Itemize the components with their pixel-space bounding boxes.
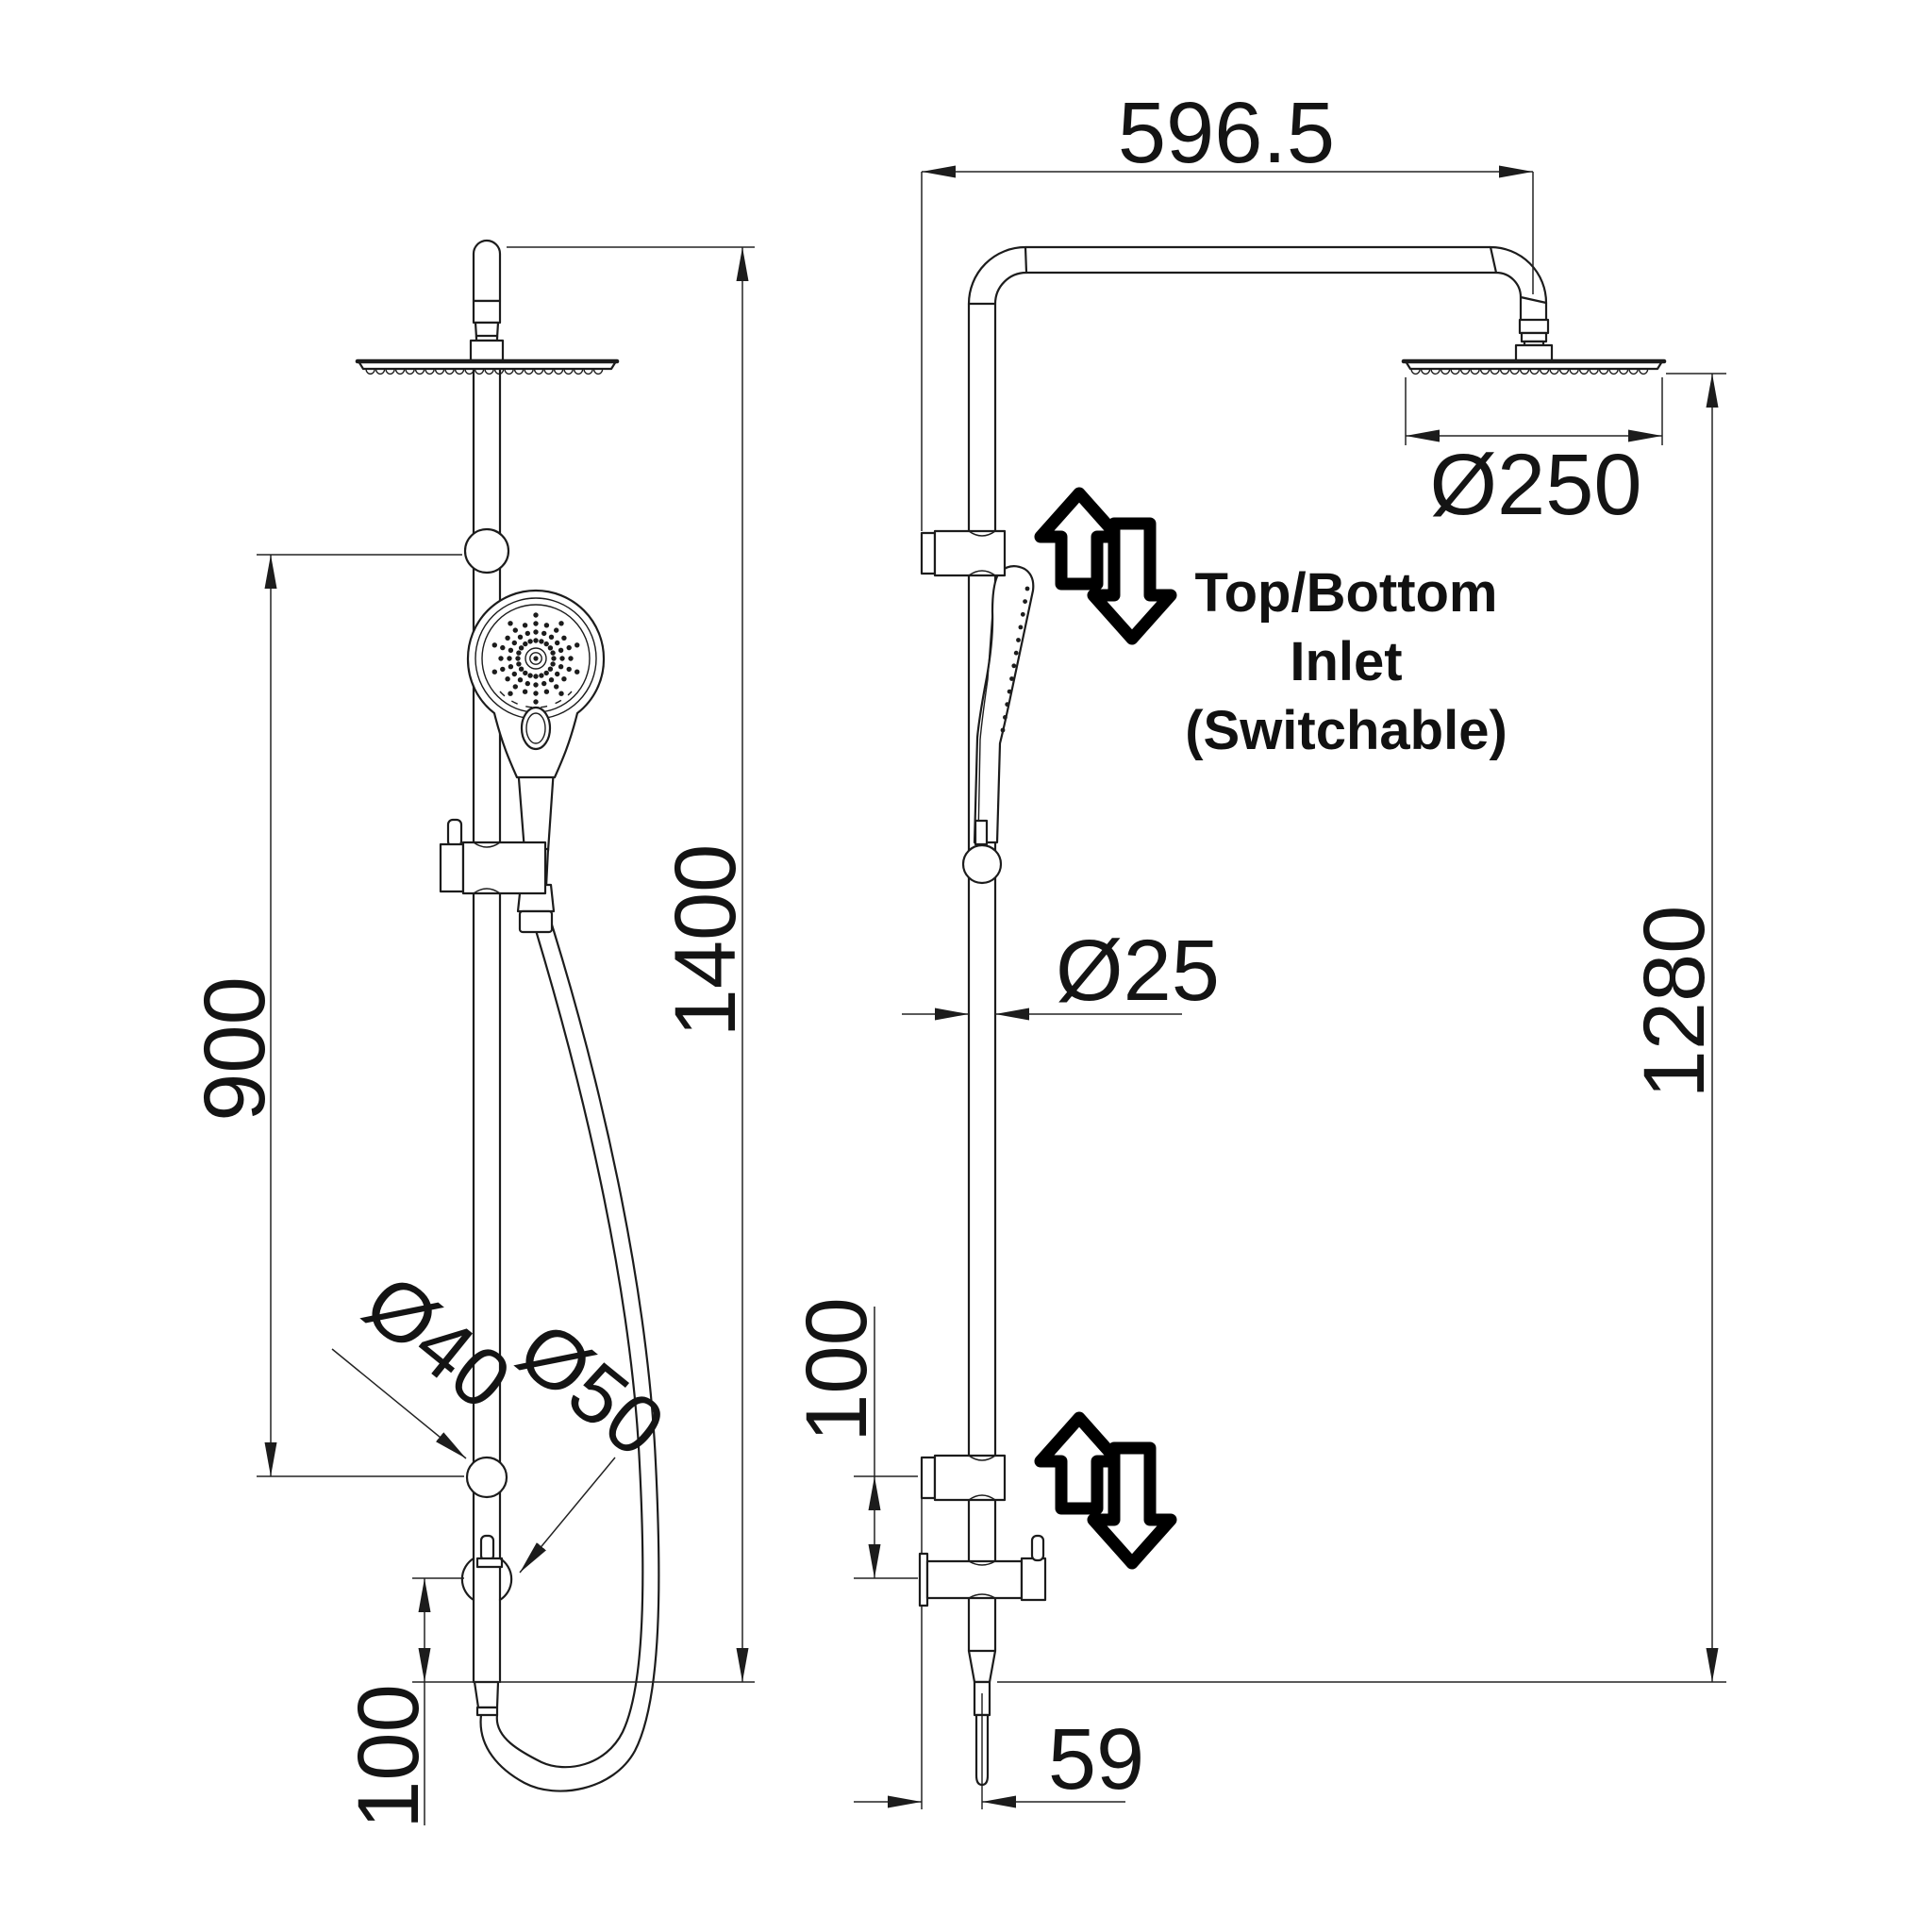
callout-d50-leader	[519, 1457, 616, 1574]
dim-pipe-diameter-label: Ø25	[1056, 923, 1220, 1019]
annotation-line3: (Switchable)	[1185, 700, 1507, 761]
front-hose-nut	[475, 1706, 499, 1717]
arm-connector-neck	[1520, 331, 1548, 343]
handshower-spray-dots	[491, 612, 580, 705]
inlet-cap	[1020, 1557, 1047, 1602]
front-view: 1400 900 100 Ø40 Ø50	[187, 239, 755, 1829]
inlet-clamp-waves	[968, 1560, 996, 1599]
handshower-hub-ring2	[529, 652, 542, 665]
front-slider-bracket	[439, 818, 547, 895]
inlet-lever	[1030, 1534, 1045, 1562]
upper-bracket-plate	[920, 531, 937, 575]
upper-bracket-body	[933, 529, 1007, 577]
dim-rail-length-label: 900	[187, 976, 283, 1122]
side-rail-pipe	[967, 302, 997, 1653]
handshower-side-nozzles	[1000, 586, 1030, 733]
arm-left-corner	[967, 245, 1028, 306]
front-inlet-lever-base	[475, 1557, 504, 1569]
side-upper-wall-bracket	[920, 529, 1007, 577]
side-bottom-cone	[967, 1649, 997, 1684]
dim-wall-offset-label: 59	[1048, 1711, 1144, 1807]
inlet-wall-flange	[918, 1552, 929, 1607]
slider-knob	[446, 818, 463, 848]
front-pivot-knob	[463, 527, 510, 575]
dim-arm-reach-label: 596.5	[1118, 85, 1335, 181]
side-head-mount	[1514, 343, 1554, 363]
side-view: 596.5 Ø250 Ø25 1280 100 59	[789, 85, 1726, 1809]
inlet-body	[925, 1559, 1024, 1600]
side-holder-stub	[974, 819, 989, 846]
slider-clamp-waves	[473, 841, 501, 894]
shower-hose-inner	[495, 904, 644, 1769]
side-lower-wall-bracket	[920, 1454, 1007, 1502]
side-pivot-knob	[961, 843, 1003, 885]
dim-total-height-label: 1400	[658, 844, 754, 1038]
annotation-line1: Top/Bottom	[1194, 562, 1497, 624]
front-lower-knob	[465, 1456, 508, 1499]
top-bottom-inlet-arrows-icon	[1034, 487, 1177, 645]
hand-shower-side	[973, 565, 1035, 846]
lower-bracket-plate	[920, 1456, 937, 1500]
handshower-hub-dot	[533, 656, 539, 661]
dim-head-diameter-label: Ø250	[1429, 437, 1641, 533]
slider-left-plate	[439, 842, 465, 893]
side-rain-head-nozzles	[1410, 368, 1649, 375]
callout-d40-leader	[331, 1348, 467, 1459]
front-inlet-lever	[479, 1534, 495, 1562]
front-head-mount	[469, 339, 505, 362]
side-wall-inlet	[918, 1534, 1047, 1607]
shower-hose-outer	[479, 902, 660, 1792]
front-top-pipe-cap	[472, 239, 502, 303]
dim-inlet-offset-label: 100	[341, 1684, 437, 1829]
overhead-arm	[967, 245, 1554, 363]
dim-250-ext	[1405, 377, 1663, 445]
side-handshower-body	[973, 565, 1035, 844]
slider-body	[461, 841, 547, 895]
front-rail-bottom-cone	[473, 1680, 500, 1709]
dim-bracket-spacing-label: 100	[789, 1297, 885, 1442]
arm-horizontal	[1024, 245, 1498, 275]
callout-knob-diameter-label: Ø40	[347, 1256, 528, 1427]
lower-bracket-body	[933, 1454, 1007, 1502]
side-handshower-inner-line	[977, 612, 993, 841]
dim-side-height-label: 1280	[1626, 906, 1723, 1099]
annotation-line2: Inlet	[1290, 631, 1402, 692]
arm-drop	[1519, 295, 1548, 322]
hand-shower-front	[466, 589, 606, 934]
handshower-mode-button-inner	[525, 712, 546, 744]
front-top-pipe-section	[472, 299, 502, 325]
handshower-hub-ring	[525, 647, 547, 670]
front-inlet-body	[460, 1557, 513, 1602]
upper-bracket-clamp-waves	[968, 530, 996, 576]
lower-bracket-clamp-waves	[968, 1455, 996, 1501]
top-bottom-inlet-arrows-icon-lower	[1034, 1411, 1177, 1570]
handshower-hose-nut	[518, 909, 554, 934]
front-rain-head-nozzles	[365, 368, 604, 375]
arm-right-corner	[1489, 245, 1548, 305]
arm-connector	[1518, 318, 1550, 335]
